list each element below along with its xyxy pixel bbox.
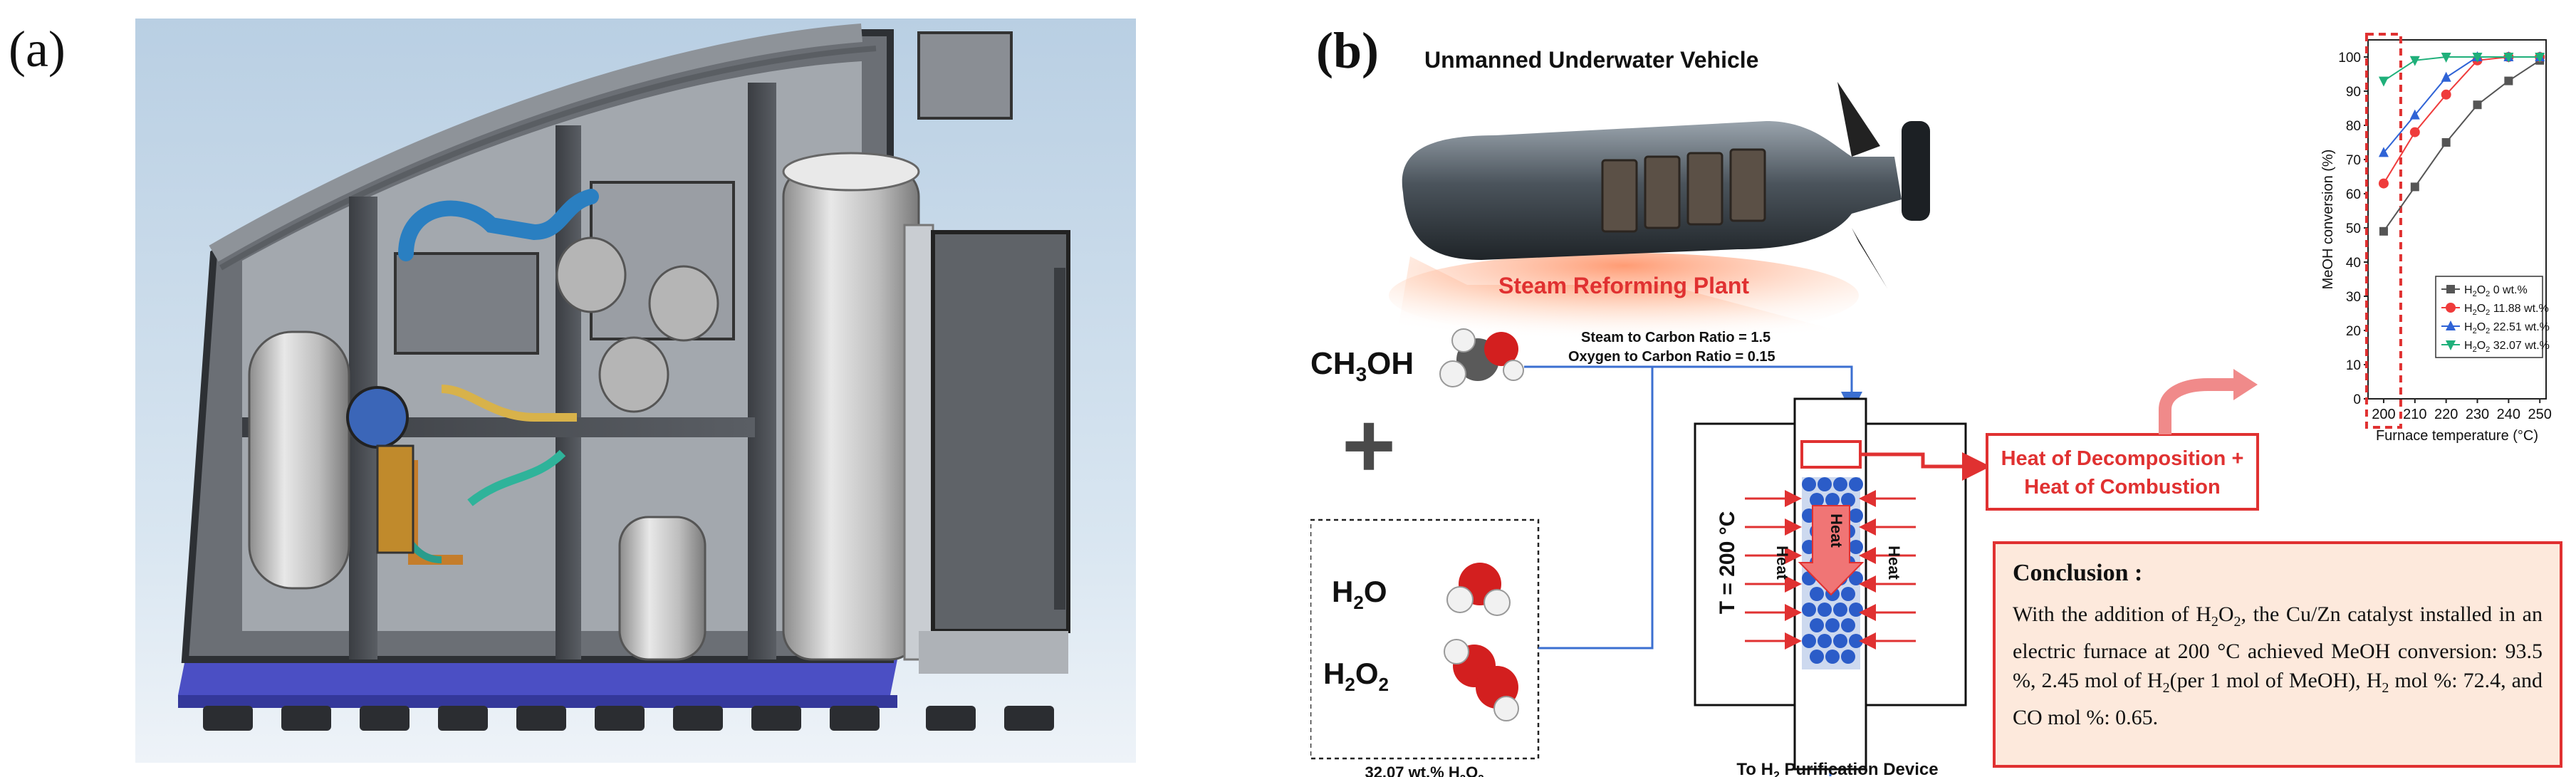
data-point [2441,53,2451,63]
center-heat-arrow-icon [1798,505,1865,596]
data-point [2473,100,2482,110]
legend-entry: H2O2 32.07 wt.% [2464,340,2550,354]
x-tick-label: 210 [2403,407,2426,422]
panel-a-label: (a) [9,21,66,78]
methanol-formula: CH3OH [1310,346,1414,385]
water-molecule-icon [1446,563,1511,616]
data-point [2410,182,2419,192]
heat-label-center: Heat [1827,513,1845,548]
y-tick-label: 10 [2346,358,2361,373]
x-tick-label: 230 [2466,407,2489,422]
data-point [2446,320,2456,330]
legend-entry: H2O2 11.88 wt.% [2464,303,2549,317]
temperature-label: T = 200 °C [1716,511,1739,615]
plant-3d-render [135,19,1136,763]
y-tick-label: 40 [2346,256,2361,271]
x-tick-label: 240 [2497,407,2520,422]
data-point [2446,285,2455,293]
peroxide-formula: H2O2 [1323,657,1389,695]
water-formula: H2O [1332,575,1387,613]
y-tick-label: 50 [2346,221,2361,236]
data-point [2409,109,2420,120]
data-point [2441,89,2451,100]
data-point [2378,178,2389,189]
conclusion-box: Conclusion : With the addition of H2O2, … [1993,541,2562,768]
feed-lines [1524,365,1862,650]
feed-mixture-box [1310,518,1540,760]
data-point [2441,138,2451,147]
reactor-furnace: Heat Heat Heat T = 200 °C [1694,397,1967,771]
plot-frame [2367,39,2547,400]
data-point [2472,53,2483,63]
x-tick-label: 250 [2528,407,2552,422]
oxygen-carbon-ratio: Oxygen to Carbon Ratio = 0.15 [1568,349,1775,365]
y-tick-label: 100 [2338,51,2361,66]
heat-callout-box [1986,433,2259,511]
plus-sign: + [1342,393,1396,497]
series-line [2383,56,2540,154]
series-line [2383,59,2540,232]
data-point [2504,76,2513,85]
y-tick-label: 60 [2346,187,2361,202]
legend-entry: H2O2 0 wt.% [2464,284,2528,298]
y-tick-label: 30 [2346,290,2361,305]
heat-callout-line2: Heat of Combustion [2024,476,2221,499]
uuv-illustration [1402,82,1930,288]
data-point [2503,53,2514,63]
heat-callout-line1: Heat of Decomposition + [2001,447,2244,470]
heat-label-left: Heat [1773,546,1791,580]
x-axis-label: Furnace temperature (°C) [2376,428,2538,444]
y-tick-label: 0 [2353,392,2361,407]
x-tick-label: 200 [2372,407,2395,422]
conclusion-text: With the addition of H2O2, the Cu/Zn cat… [2013,603,2543,729]
feed-concentration: 32.07 wt.% H2O2 [1365,763,1483,777]
steam-carbon-ratio: Steam to Carbon Ratio = 1.5 [1581,330,1771,345]
y-axis-label: MeOH conversion (%) [2320,150,2336,290]
reforming-schematic: Unmanned Underwater Vehicle Steam Reform… [1310,33,2552,777]
data-point [2409,56,2420,66]
support-feet [203,706,1054,731]
data-point [2378,147,2389,157]
y-tick-label: 80 [2346,119,2361,134]
highlight-200c [2364,33,2402,429]
data-point [2409,127,2420,137]
y-tick-label: 20 [2346,324,2361,339]
data-point [2379,226,2388,236]
conclusion-title: Conclusion : [2013,560,2143,586]
data-point [2441,71,2451,82]
plant-label: Steam Reforming Plant [1498,273,1749,298]
data-point [2378,76,2389,87]
data-point [2446,303,2456,313]
x-tick-label: 220 [2434,407,2458,422]
conversion-chart: MeOH conversion (%) Furnace temperature … [2320,33,2552,444]
peroxide-molecule-icon [1444,639,1519,721]
side-heat-arrows [1745,490,1916,650]
legend-entry: H2O2 22.51 wt.% [2464,321,2550,335]
y-tick-label: 70 [2346,153,2361,168]
data-point [2535,53,2545,63]
data-point [2446,340,2456,350]
outlet-label: To H2 Purification Device [1736,760,1938,777]
series-line [2383,56,2540,82]
vehicle-title: Unmanned Underwater Vehicle [1424,47,1758,73]
y-tick-label: 90 [2346,85,2361,100]
methanol-molecule-icon [1439,328,1524,387]
heat-label-right: Heat [1885,546,1903,580]
panel-b-label: (b) [1316,22,1379,79]
chart-legend: H2O2 0 wt.% H2O2 11.88 wt.% H2O2 22.51 wt.… [2435,276,2550,358]
